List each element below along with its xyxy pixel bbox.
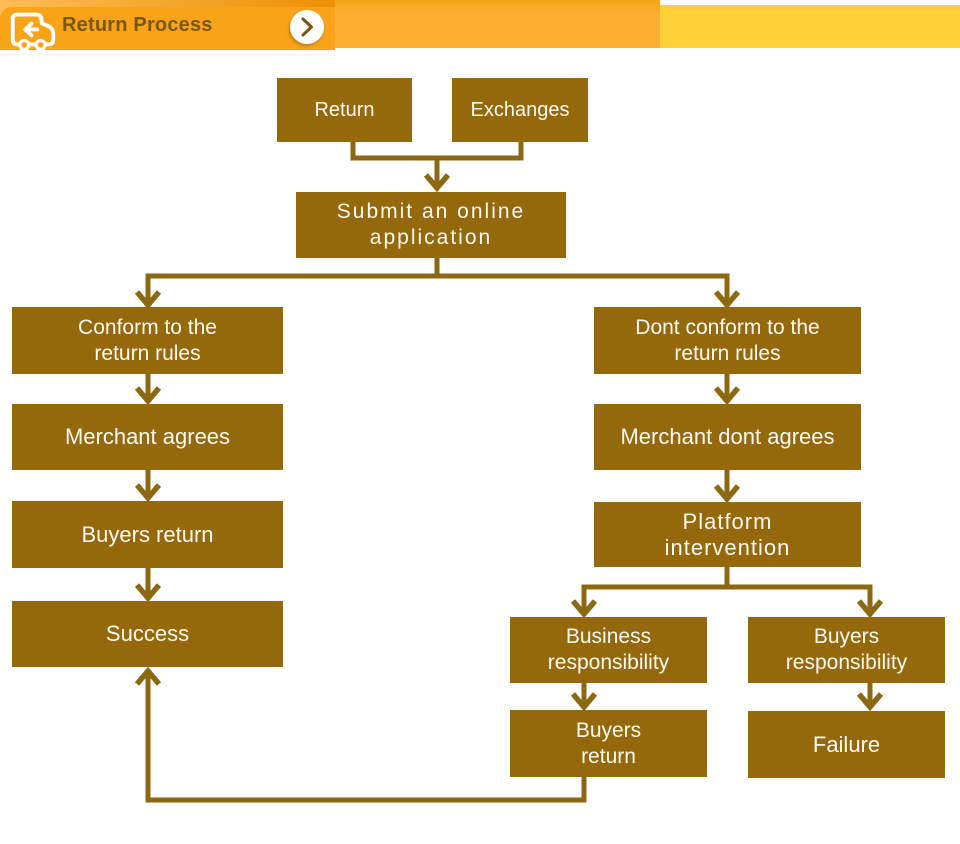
header-segment-middle (335, 0, 660, 48)
arrowhead-chevron (134, 583, 162, 603)
arrowhead-chevron (856, 692, 884, 712)
node-buyers-responsibility: Buyers responsibility (748, 617, 945, 683)
connector-line (581, 584, 873, 614)
node-buyers-return-left: Buyers return (12, 501, 283, 568)
header-title: Return Process (62, 14, 213, 36)
arrowhead-chevron (856, 599, 884, 619)
arrowhead-chevron (713, 386, 741, 406)
node-platform-intervention: Platform intervention (594, 502, 861, 567)
node-submit-application: Submit an online application (296, 192, 566, 258)
arrowhead-chevron (134, 483, 162, 503)
arrowhead-chevron (134, 386, 162, 406)
arrowhead-chevron (134, 290, 162, 310)
chevron-right-icon (301, 17, 313, 37)
connector-line (145, 273, 730, 305)
connector-line (350, 142, 524, 161)
arrowhead-chevron (570, 692, 598, 712)
node-merchant-dont-agrees: Merchant dont agrees (594, 404, 861, 470)
node-business-responsibility: Business responsibility (510, 617, 707, 683)
node-buyers-return-right: Buyers return (510, 710, 707, 777)
arrowhead-chevron (134, 666, 162, 686)
node-return: Return (277, 78, 412, 142)
header-chevron-button[interactable] (290, 10, 324, 44)
arrowhead-chevron (570, 599, 598, 619)
header-banner: Return Process (0, 0, 960, 56)
arrowhead-chevron (713, 290, 741, 310)
header-segment-right (660, 5, 960, 48)
header-title-bar (0, 7, 335, 50)
node-exchanges: Exchanges (452, 78, 588, 142)
node-success: Success (12, 601, 283, 667)
node-conform-rules: Conform to the return rules (12, 307, 283, 374)
connector-line (145, 671, 587, 803)
node-dont-conform-rules: Dont conform to the return rules (594, 307, 861, 374)
arrowhead-chevron (713, 484, 741, 504)
node-merchant-agrees: Merchant agrees (12, 404, 283, 470)
return-truck-icon (10, 12, 56, 51)
node-failure: Failure (748, 711, 945, 778)
arrowhead-chevron (423, 173, 451, 193)
